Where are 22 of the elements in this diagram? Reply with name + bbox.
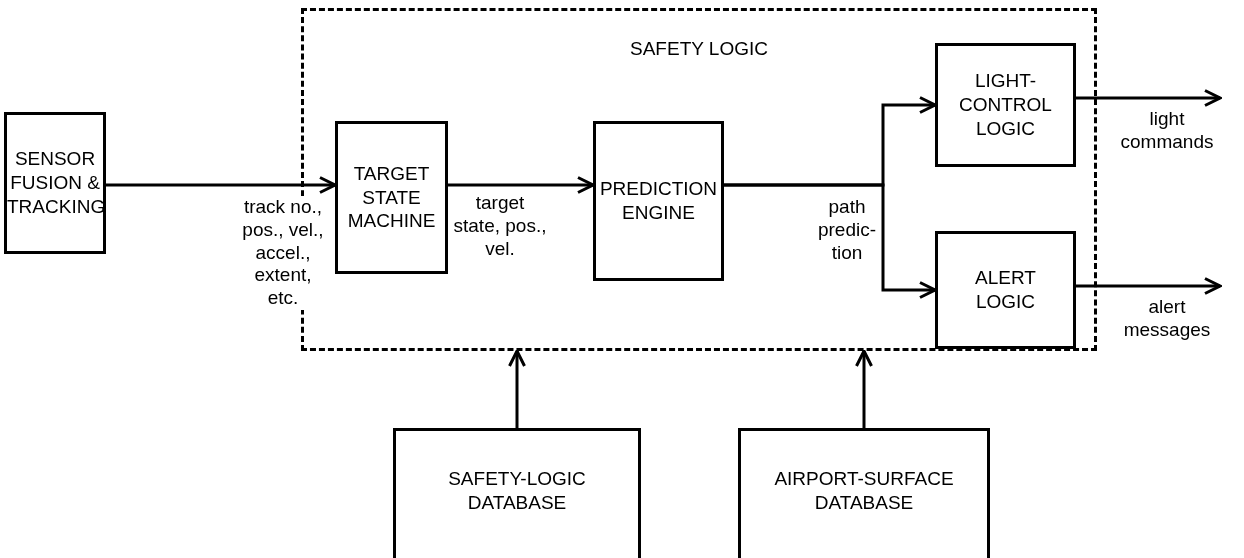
process-box [593,121,724,281]
database-box [393,428,641,558]
process-box [935,231,1076,349]
box-label: TARGET STATE MACHINE [346,161,437,234]
process-box [935,43,1076,167]
arrow [448,176,595,194]
process-box [335,121,448,274]
box-label: LIGHT-CONTROL LOGIC [958,69,1053,141]
box-label: SENSOR FUSION & TRACKING [7,147,103,219]
group-title: SAFETY LOGIC [630,37,768,61]
box-label: PREDICTION ENGINE [598,177,719,225]
arrow [855,349,873,428]
arrow [508,349,526,428]
database-box [738,428,990,558]
arrow [1076,277,1222,295]
arrow [106,176,337,194]
box-label: AIRPORT-SURFACE DATABASE [773,467,955,515]
box-label: ALERT LOGIC [974,266,1037,314]
arrow [1076,89,1222,107]
arrow [724,183,937,299]
box-label: SAFETY-LOGIC DATABASE [447,467,587,515]
process-box [4,112,106,254]
